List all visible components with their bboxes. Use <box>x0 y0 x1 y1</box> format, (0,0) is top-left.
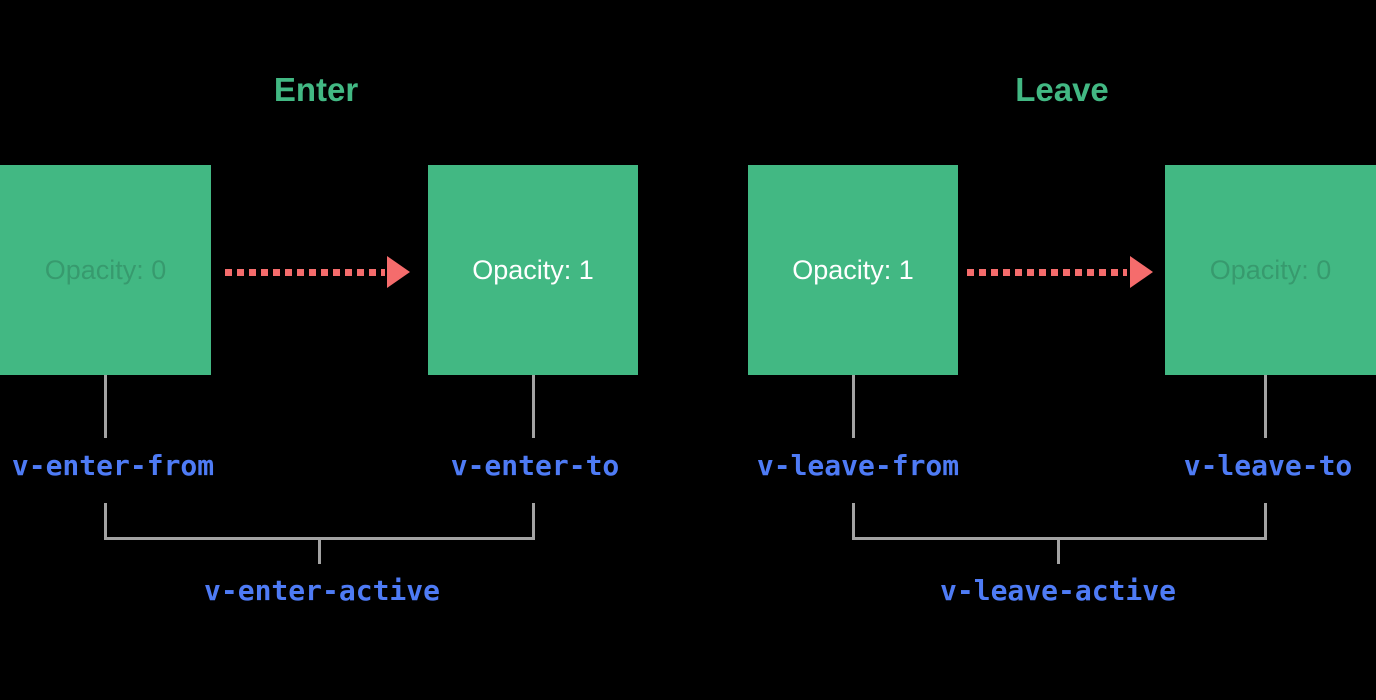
leave-arrow-dash-line <box>967 269 1127 276</box>
enter-from-class-label: v-enter-from <box>11 449 215 482</box>
enter-from-connector-line <box>104 375 107 438</box>
enter-bracket-horizontal-line <box>104 537 535 540</box>
leave-bracket-tail-line <box>1057 540 1060 564</box>
enter-arrow-dash-line <box>225 269 385 276</box>
leave-active-class-label: v-leave-active <box>939 574 1177 607</box>
enter-title: Enter <box>273 71 359 108</box>
leave-to-class-label: v-leave-to <box>1183 449 1353 482</box>
enter-from-box: Opacity: 0 <box>0 165 211 375</box>
enter-from-opacity-label: Opacity: 0 <box>44 254 167 285</box>
enter-to-connector-line <box>532 375 535 438</box>
leave-title: Leave <box>1015 71 1109 108</box>
enter-to-class-label: v-enter-to <box>450 449 620 482</box>
enter-bracket-right-line <box>532 503 535 537</box>
leave-arrow-head-icon <box>1130 256 1153 288</box>
enter-to-box: Opacity: 1 <box>428 165 638 375</box>
leave-from-class-label: v-leave-from <box>756 449 960 482</box>
leave-to-opacity-label: Opacity: 0 <box>1209 254 1332 285</box>
enter-active-class-label: v-enter-active <box>203 574 441 607</box>
enter-bracket-left-line <box>104 503 107 537</box>
leave-bracket-left-line <box>852 503 855 537</box>
enter-arrow-head-icon <box>387 256 410 288</box>
leave-from-box: Opacity: 1 <box>748 165 958 375</box>
leave-from-opacity-label: Opacity: 1 <box>792 254 914 285</box>
leave-bracket-right-line <box>1264 503 1267 537</box>
leave-to-connector-line <box>1264 375 1267 438</box>
leave-to-box: Opacity: 0 <box>1165 165 1376 375</box>
leave-bracket-horizontal-line <box>852 537 1267 540</box>
enter-to-opacity-label: Opacity: 1 <box>472 254 594 285</box>
enter-bracket-tail-line <box>318 540 321 564</box>
leave-from-connector-line <box>852 375 855 438</box>
